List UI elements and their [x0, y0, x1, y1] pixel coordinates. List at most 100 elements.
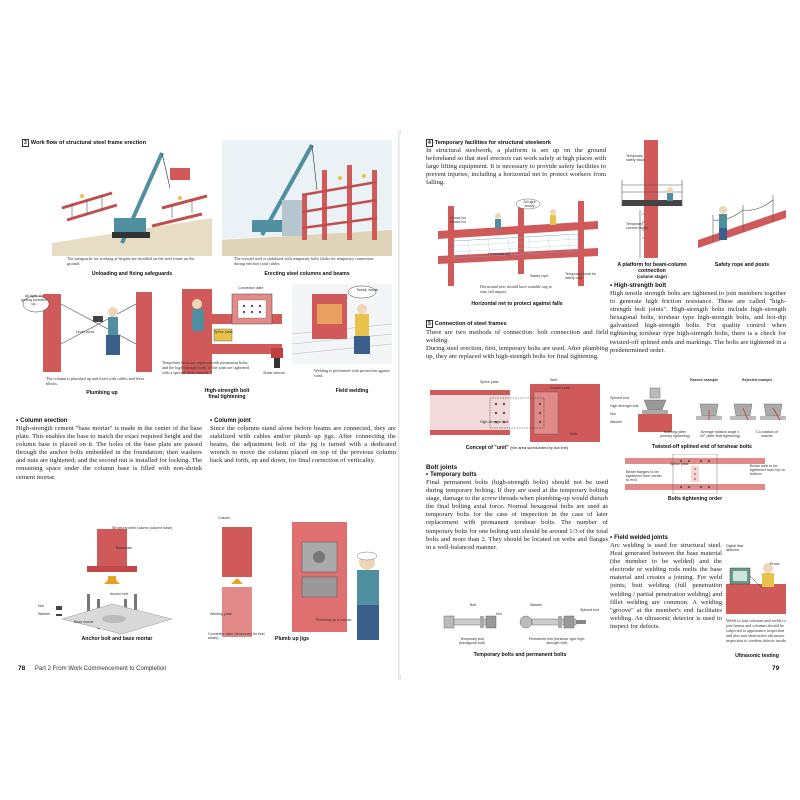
label-heave-ho: Heave ho! Heave ho! [450, 216, 467, 224]
label-bolts-nut: Nut [496, 612, 502, 616]
label-connector-plate: Connector plate [238, 286, 264, 290]
label-bolts-spline: Splined end [580, 608, 599, 612]
label-bolts-washer: Washer [530, 603, 543, 607]
title-plumbing: Plumbing up [86, 390, 118, 396]
illustration-erecting-columns [222, 140, 392, 256]
caption-hsb-tightening: Temporary bolts are replaced with perman… [162, 360, 249, 375]
label-digital-flaw: Digital flaw detector [726, 544, 744, 552]
bubble-slowly: All right, slowly. [523, 200, 537, 208]
illustration-anchor-bolt [42, 524, 192, 649]
label-structural-column: Structural steel column (column base) [112, 526, 173, 530]
label-marking: Marking (after primary tightening) [660, 430, 690, 438]
bubble-tweak: Tweak, tweak [356, 288, 378, 292]
title-welding: Field welding [335, 388, 369, 394]
field-welded-block: •Field welded joints Arc welding is used… [610, 535, 722, 631]
label-temp-hook: Temporary hook for safety rope [565, 272, 596, 280]
illustration-field-welding [292, 284, 392, 364]
bolt-joints-block: Bolt joints •Temporary bolts Final perma… [426, 464, 608, 552]
illustration-ultrasonic [726, 554, 786, 614]
label-beam-flanges: Beam flanges to be tightened from center… [626, 470, 662, 482]
section-number: 5 [426, 320, 433, 328]
label-lever-block: Lever block [76, 330, 95, 334]
field-welded-text: Arc welding is used for structural steel… [610, 542, 722, 630]
label-hsb: High-strength bolt [480, 420, 509, 424]
hsb-heading: •High-strength bolt [610, 283, 667, 289]
temp-bolts-text: Final permanent bolts (high-strength bol… [426, 479, 608, 551]
illustration-horizontal-net [428, 196, 606, 288]
field-welded-heading: •Field welded joints [610, 535, 668, 541]
title-temp-perm-bolts: Temporary bolts and permanent bolts [473, 652, 567, 658]
title-twisted-bolts: Twisted-off splined end of torshear bolt… [652, 444, 752, 450]
label-co-rotation: Co-rotation of washer [756, 430, 778, 438]
column-erection-heading: •Column erection [16, 418, 68, 424]
label-probe: Probe [770, 562, 780, 566]
caption-net: Horizontal nets should have suitable sag… [480, 284, 552, 294]
column-joint-block: •Column joint Since the columns stand al… [210, 418, 396, 465]
label-twist-washer: Washer [610, 420, 623, 424]
page-number-78: 78 [18, 665, 26, 672]
illustration-safety-rope-posts [698, 170, 786, 260]
illustration-twisted-bolts [630, 384, 786, 438]
section-number: 4 [426, 139, 433, 147]
title-ultrasonic: Ultrasonic testing [735, 653, 779, 659]
label-permanent-bolt: Permanent bolt (torshear type high-stren… [528, 637, 586, 645]
caption-ultrasonic: Welds to join columns and welds to join … [726, 618, 787, 643]
illustration-plumbing-up [18, 284, 158, 376]
label-twist-hsb: High-strength bolt [610, 404, 639, 408]
label-beam-webs: Beam web to be tightened from top to bot… [750, 464, 785, 476]
left-footer: 78 Part 2 From Work Commencement to Comp… [18, 665, 167, 672]
label-plumbing-column: Plumbing up a column [316, 618, 352, 622]
title-anchor-bolt: Anchor bolt and base mortar [81, 636, 153, 642]
illustration-unloading-safeguards [52, 148, 212, 256]
page-number-79: 79 [772, 665, 780, 672]
caption-welding: Welding is performed with protection aga… [314, 368, 390, 378]
label-gusset: Gusset plate [550, 386, 571, 390]
label-twist-nut: Nut [610, 412, 616, 416]
book-gutter [398, 130, 401, 680]
section-5-text: There are two methods of connection: bol… [426, 329, 608, 361]
label-baseplate: Baseplate [116, 546, 132, 550]
label-column-ladder: Temporary column ladder [626, 222, 649, 230]
bubble-plumbing: All right, it's getting plumbed up. [21, 294, 47, 306]
column-joint-heading: •Column joint [210, 418, 251, 424]
title-safety-rope: Safety rope and posts [714, 262, 770, 268]
label-connector-temporary: Connector plate (temporary for field wel… [208, 632, 265, 640]
label-passed-example: Passed example [690, 378, 718, 382]
title-unit-concept: Concept of "unit" (the area surrounded b… [465, 445, 569, 451]
label-shear-wrench: Shear wrench [263, 371, 286, 375]
hsb-block: •High-strength bolt High tensile strengt… [610, 283, 786, 355]
title-erecting: Erecting steel columns and beams [264, 271, 350, 277]
label-splice-plate: Splice plate [214, 330, 233, 334]
label-bolt: Bolt [470, 603, 477, 607]
column-erection-block: •Column erection High-strength cement "b… [16, 418, 202, 482]
caption-plumbing: The column is plumbed up and fixed with … [46, 376, 145, 386]
label-column: Column [218, 516, 231, 520]
caption-erecting: The erected steel is stabilized with tem… [234, 256, 374, 266]
label-horizontal-net: Horizontal net [488, 252, 511, 256]
label-nut: Nut [38, 604, 44, 608]
illustration-column-stage [612, 140, 692, 258]
label-washer: Washer [38, 612, 51, 616]
right-footer: 79 [772, 665, 779, 672]
footer-part-title: Part 2 From Work Commencement to Complet… [34, 666, 167, 672]
illustration-unit-concept [430, 384, 604, 442]
column-joint-text: Since the columns stand alone before bea… [210, 425, 396, 465]
label-web: Web [550, 378, 558, 382]
label-web-2: Web [570, 432, 578, 436]
illustration-hsb-tightening [172, 284, 282, 376]
section-number: 3 [22, 139, 29, 147]
label-anchor-bolt: Anchor bolt [110, 592, 129, 596]
title-hsb-tightening: High-strength bolt final tightening [204, 388, 250, 400]
label-safety-block: Temporary safety block [626, 154, 645, 162]
section-4-text: In structural steelwork, a platform is s… [426, 147, 606, 187]
title-column-stage: A platform for beam-column connection (c… [617, 262, 687, 279]
hsb-text: High tensile strength bolts are tightene… [610, 290, 786, 354]
bolt-joints-heading: Bolt joints [426, 464, 458, 471]
label-order-splice: Splice plate [670, 462, 689, 466]
